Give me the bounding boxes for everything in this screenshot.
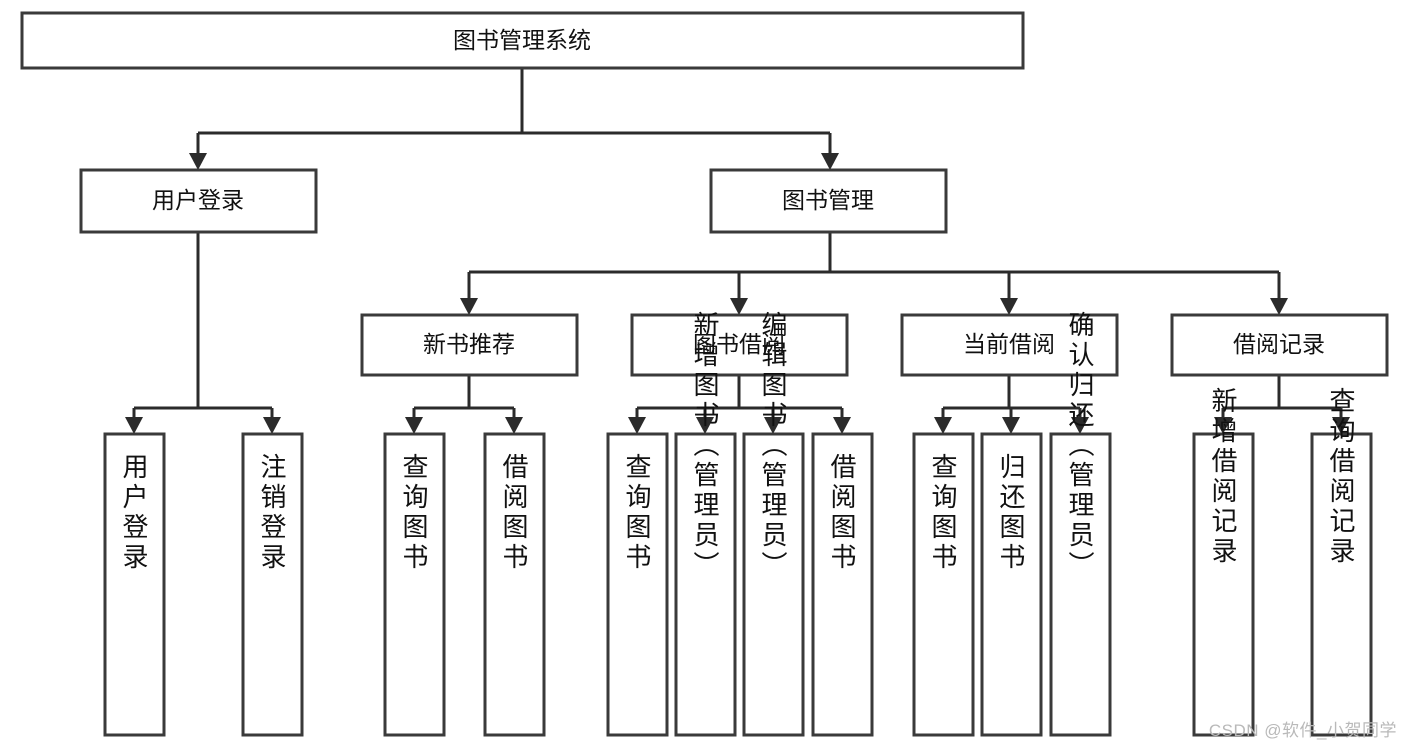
node-leaf-logout-label: 注销登录 <box>257 453 287 573</box>
connector-currentborrow-to-leaves <box>934 375 1089 434</box>
node-book-borrow-label: 图书借阅 <box>693 331 785 357</box>
node-leaf-borrow-book-1[interactable]: 借阅图书 <box>483 432 546 737</box>
connector-bookmanage-to-level3 <box>460 232 1288 315</box>
node-leaf-query-book-1-label: 查询图书 <box>399 453 429 573</box>
node-leaf-user-login-label: 用户登录 <box>119 453 149 573</box>
node-leaf-user-login[interactable]: 用户登录 <box>103 432 166 737</box>
node-leaf-query-book-3[interactable]: 查询图书 <box>912 432 975 737</box>
node-leaf-return-book-label: 归还图书 <box>996 453 1026 573</box>
node-leaf-return-book[interactable]: 归还图书 <box>980 432 1043 737</box>
node-leaf-query-book-1[interactable]: 查询图书 <box>383 432 446 737</box>
node-current-borrow[interactable]: 当前借阅 <box>900 313 1119 377</box>
node-leaf-logout[interactable]: 注销登录 <box>241 432 304 737</box>
node-leaf-query-book-3-label: 查询图书 <box>928 453 958 573</box>
connector-borrowrecord-to-leaves <box>1214 375 1350 434</box>
node-leaf-add-book[interactable]: 新增图书（管理员） <box>674 311 737 737</box>
node-user-login-label: 用户登录 <box>152 187 244 213</box>
connector-root-to-level2 <box>189 68 839 170</box>
node-borrow-record[interactable]: 借阅记录 <box>1170 313 1389 377</box>
node-leaf-query-book-2-label: 查询图书 <box>622 453 652 573</box>
node-leaf-query-record-label: 查询借阅记录 <box>1326 387 1356 567</box>
node-book-manage[interactable]: 图书管理 <box>709 168 948 234</box>
node-leaf-add-book-label: 新增图书（管理员） <box>690 311 720 581</box>
node-root[interactable]: 图书管理系统 <box>20 11 1025 70</box>
node-leaf-query-book-2[interactable]: 查询图书 <box>606 432 669 737</box>
node-new-book-rec[interactable]: 新书推荐 <box>360 313 579 377</box>
node-leaf-add-record[interactable]: 新增借阅记录 <box>1192 387 1255 737</box>
node-book-borrow[interactable]: 图书借阅 <box>630 313 849 377</box>
node-current-borrow-label: 当前借阅 <box>963 331 1055 357</box>
connector-userlogin-to-leaves <box>125 232 281 434</box>
node-leaf-borrow-book-2-label: 借阅图书 <box>827 453 857 573</box>
node-leaf-borrow-book-1-label: 借阅图书 <box>499 453 529 573</box>
node-leaf-confirm-return-label: 确认归还（管理员） <box>1065 311 1095 581</box>
connector-bookborrow-to-leaves <box>628 375 851 434</box>
node-user-login[interactable]: 用户登录 <box>79 168 318 234</box>
node-root-label: 图书管理系统 <box>453 27 591 53</box>
node-book-manage-label: 图书管理 <box>782 187 874 213</box>
node-leaf-borrow-book-2[interactable]: 借阅图书 <box>811 432 874 737</box>
node-new-book-rec-label: 新书推荐 <box>423 331 515 357</box>
node-leaf-edit-book[interactable]: 编辑图书（管理员） <box>742 311 805 737</box>
node-leaf-confirm-return[interactable]: 确认归还（管理员） <box>1049 311 1112 737</box>
node-leaf-query-record[interactable]: 查询借阅记录 <box>1310 387 1373 737</box>
node-leaf-add-record-label: 新增借阅记录 <box>1208 387 1238 567</box>
node-borrow-record-label: 借阅记录 <box>1233 331 1325 357</box>
watermark-text: CSDN @软件_小贺同学 <box>1208 721 1397 740</box>
node-leaf-edit-book-label: 编辑图书（管理员） <box>758 311 788 581</box>
connector-newbook-to-leaves <box>405 375 523 434</box>
